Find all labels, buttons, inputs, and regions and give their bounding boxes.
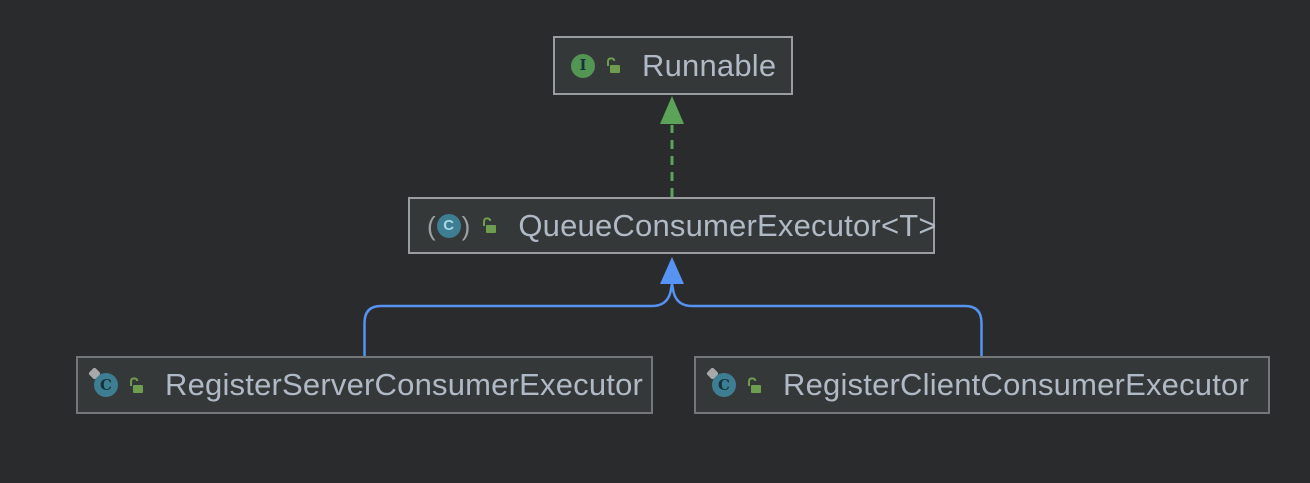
extends-edge-left-blue: [363, 282, 674, 358]
extends-edge-right-blue: [670, 282, 983, 358]
node-label: Runnable: [642, 47, 777, 83]
node-label: QueueConsumerExecutor<T>: [518, 207, 937, 243]
node-label: RegisterClientConsumerExecutor: [783, 367, 1250, 402]
public-open-lock-icon: [479, 216, 498, 235]
class-node-register-server-consumer-executor[interactable]: C RegisterServerConsumerExecutor: [76, 356, 653, 414]
node-label: RegisterServerConsumerExecutor: [165, 367, 644, 402]
public-open-lock-icon: [744, 376, 763, 395]
class-icon-corner: [706, 367, 719, 380]
abstract-class-icon: ( C ): [427, 210, 471, 241]
interface-node-runnable[interactable]: I Runnable: [553, 36, 793, 95]
abstract-class-node-queue-consumer-executor[interactable]: ( C ) QueueConsumerExecutor<T>: [408, 197, 937, 254]
class-icon: C: [88, 367, 118, 397]
interface-icon: I: [571, 53, 595, 78]
public-open-lock-icon: [126, 376, 145, 395]
class-icon: C: [706, 367, 736, 397]
extends-arrowhead: [660, 257, 684, 284]
implements-edge-dashed-green: [660, 96, 684, 197]
class-node-register-client-consumer-executor[interactable]: C RegisterClientConsumerExecutor: [694, 356, 1270, 414]
public-open-lock-icon: [603, 56, 622, 75]
class-icon-corner: [88, 367, 101, 380]
